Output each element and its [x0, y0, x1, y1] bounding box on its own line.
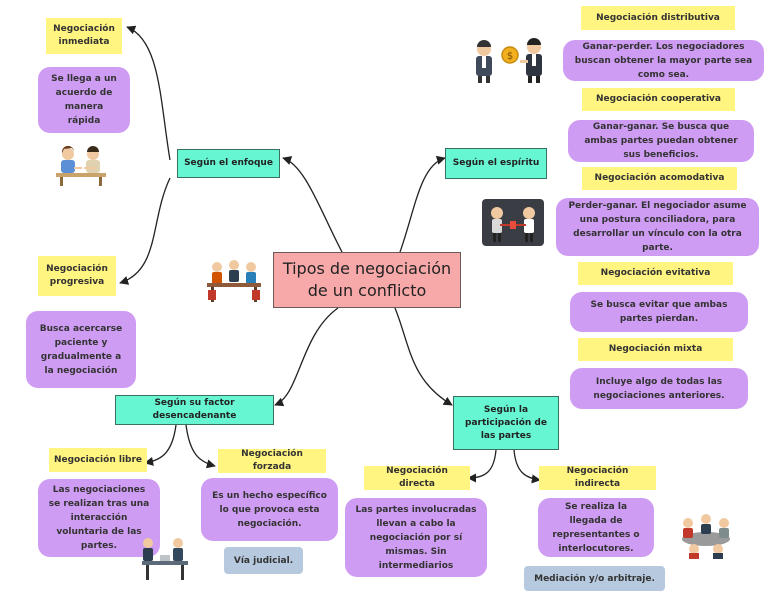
tag-progresiva: Negociación progresiva [38, 256, 116, 296]
note-forzada: Vía judicial. [224, 547, 303, 574]
desc-forzada: Es un hecho específico lo que provoca es… [201, 478, 338, 541]
category-factor: Según su factor desencadenante [115, 395, 274, 425]
connector-title-espiritu [399, 155, 446, 253]
tag-cooperativa: Negociación cooperativa [582, 88, 735, 111]
connector-factor-libre [144, 424, 177, 466]
svg-text:$: $ [507, 51, 513, 62]
meeting-table-icon [207, 260, 261, 302]
connector-title-participacion [394, 307, 453, 406]
connector-enfoque-progresiva [119, 177, 171, 285]
desc-inmediata: Se llega a un acuerdo de manera rápida [38, 67, 130, 133]
office-talk-icon [142, 538, 188, 580]
tag-forzada: Negociación forzada [218, 449, 326, 473]
tag-libre: Negociación libre [49, 448, 147, 472]
desc-indirecta: Se realiza la llegada de representantes … [538, 498, 654, 557]
tag-mixta: Negociación mixta [578, 338, 733, 361]
tag-distributiva: Negociación distributiva [581, 6, 735, 30]
note-indirecta: Mediación y/o arbitraje. [524, 566, 665, 591]
desc-mixta: Incluye algo de todas las negociaciones … [570, 368, 748, 409]
team-meeting-icon [682, 514, 730, 559]
desc-progresiva: Busca acercarse paciente y gradualmente … [26, 311, 136, 388]
tag-directa: Negociación directa [364, 466, 470, 490]
desc-evitativa: Se busca evitar que ambas partes pierdan… [570, 292, 748, 332]
desc-distributiva: Ganar-perder. Los negociadores buscan ob… [563, 40, 764, 81]
connector-participacion-directa [467, 449, 497, 483]
tag-acomodativa: Negociación acomodativa [582, 167, 737, 190]
connector-participacion-indirecta [513, 449, 541, 484]
connector-enfoque-inmediata [126, 25, 171, 161]
category-espiritu: Según el espíritu [445, 148, 547, 179]
desc-directa: Las partes involucradas llevan a cabo la… [345, 498, 487, 577]
category-enfoque: Según el enfoque [177, 149, 280, 178]
connector-factor-forzada [185, 424, 216, 469]
desc-libre: Las negociaciones se realizan tras una i… [38, 479, 160, 557]
tag-inmediata: Negociación inmediata [46, 18, 122, 54]
desc-cooperativa: Ganar-ganar. Se busca que ambas partes p… [568, 120, 754, 162]
diagram-title: Tipos de negociación de un conflicto [273, 252, 461, 308]
category-participacion: Según la participación de las partes [453, 396, 559, 450]
handshake-people-icon [56, 145, 106, 186]
desc-acomodativa: Perder-ganar. El negociador asume una po… [556, 198, 759, 256]
connector-title-factor [274, 307, 339, 407]
tag-indirecta: Negociación indirecta [539, 466, 656, 490]
businessmen-coin-icon: $ [476, 38, 542, 83]
connector-title-enfoque [282, 156, 343, 253]
tag-evitativa: Negociación evitativa [578, 262, 733, 285]
tug-of-war-icon [482, 199, 544, 246]
